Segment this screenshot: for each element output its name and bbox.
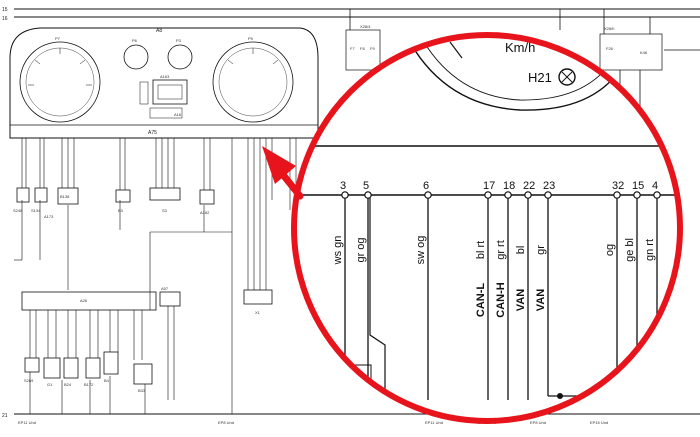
- pin-wire-color-32: og: [604, 244, 616, 256]
- pin-dot-6: [424, 191, 432, 199]
- gauge-label-p3: P3: [176, 38, 182, 43]
- cluster-module-label: A75: [148, 130, 157, 136]
- pin-bus-label-23: VAN: [535, 289, 547, 311]
- pin-dot-15: [633, 191, 641, 199]
- gauge-label-p6: P6: [132, 38, 138, 43]
- rail-label-16: 16: [2, 16, 8, 22]
- pin-number-18: 18: [503, 180, 515, 192]
- conn-label-b138: B138: [60, 194, 70, 199]
- bottom-label-1: EP11 Und: [18, 420, 36, 425]
- pin-wire-color-22: bl: [515, 246, 527, 255]
- pin-number-17: 17: [483, 180, 495, 192]
- arrow-head-icon: [262, 146, 296, 184]
- zoom-gauge-unit: Km/h: [505, 40, 535, 55]
- callout-arrow: [262, 146, 304, 200]
- gauge-label-p7: P7: [55, 36, 61, 41]
- warning-lamp-cross-b: [561, 71, 573, 83]
- pin-number-23: 23: [543, 180, 555, 192]
- pin-wire-color-4: gn rt: [644, 239, 656, 261]
- pin-number-5: 5: [363, 180, 369, 192]
- conn-label-s3: S3: [162, 208, 168, 213]
- pin-bus-label-18: CAN-H: [495, 282, 507, 317]
- pin-wire-color-3: ws gn: [332, 236, 344, 266]
- pin-dot-4: [653, 191, 661, 199]
- pin-number-4: 4: [652, 180, 658, 192]
- part-label-s289: S289: [24, 378, 34, 383]
- pin-number-15: 15: [632, 180, 644, 192]
- bottom-label-2: EP8 Und: [218, 420, 234, 425]
- cluster-id: A8: [156, 28, 162, 34]
- comp-label-k46: K46: [640, 50, 648, 55]
- zoom-gauge-arc: [394, 35, 621, 111]
- bottom-label-5: EP8 Und: [530, 420, 546, 425]
- zoom-wire-return: [369, 198, 386, 400]
- zoom-pin-group: 3 ws gn 5 gr og 6 sw og 17 bl rt CAN-L 18 gr rt CAN…: [332, 180, 661, 400]
- zoom-ring: [291, 32, 683, 424]
- pin-wire-color-17: bl rt: [475, 241, 487, 259]
- pin-number-22: 22: [523, 180, 535, 192]
- part-label-g1: G1: [47, 382, 53, 387]
- comp-label-f8: F8: [360, 46, 365, 51]
- rail-label-21: 21: [2, 413, 8, 419]
- comp-label-f7: F7: [350, 46, 355, 51]
- part-label-b24: B24: [64, 382, 72, 387]
- comp-label-f26: F26: [606, 46, 614, 51]
- gauge-label-p9: P9: [248, 36, 254, 41]
- part-label-b172: B172: [84, 382, 94, 387]
- zoom-content: Km/h H21 3 ws gn 5 gr og 6 sw og 17 bl rt CAN-L 1…: [300, 35, 680, 400]
- relay-label-a: X28/4: [360, 24, 371, 29]
- pin-number-32: 32: [612, 180, 624, 192]
- conn-label-a162: A162: [200, 210, 210, 215]
- pin-dot-23: [544, 191, 552, 199]
- conn-label-s248: S248: [13, 208, 23, 213]
- pin-dot-3: [341, 191, 349, 199]
- zoom-junction: [557, 393, 563, 399]
- module-label-a57: A57: [161, 286, 169, 291]
- zoom-fill: [294, 35, 680, 421]
- background-schematic: [9, 8, 700, 415]
- display-label: A163: [160, 74, 170, 79]
- part-label-b4: B4: [104, 378, 110, 383]
- pin-bus-label-17: CAN-L: [475, 283, 487, 317]
- bottom-label-6: EP15 Und: [590, 420, 608, 425]
- conn-label-a173: A173: [44, 214, 54, 219]
- pin-wire-color-23: gr: [535, 245, 547, 255]
- pin-wire-color-18: gr rt: [495, 240, 507, 260]
- part-label-b33: B33: [138, 388, 146, 393]
- pin-number-6: 6: [423, 180, 429, 192]
- conn-label-x1: X1: [255, 310, 261, 315]
- conn-label-b3: B3: [118, 208, 124, 213]
- bottom-label-3: EP11 Und: [425, 420, 443, 425]
- pin-number-3: 3: [340, 180, 346, 192]
- pin-dot-32: [613, 191, 621, 199]
- zoom-gauge-label: H21: [528, 70, 552, 85]
- pin-wire-color-15: ge bl: [624, 238, 636, 262]
- pin-dot-22: [524, 191, 532, 199]
- pin-wire-color-5: gr og: [355, 237, 367, 262]
- pin-dot-18: [504, 191, 512, 199]
- display-sub-label: A16: [174, 112, 182, 117]
- pin-dot-17: [484, 191, 492, 199]
- pin-bus-label-22: VAN: [515, 289, 527, 311]
- comp-label-f9: F9: [370, 46, 375, 51]
- pin-wire-color-6: sw og: [415, 236, 427, 265]
- pin-dot-5: [364, 191, 372, 199]
- rail-label-15: 15: [2, 7, 8, 13]
- warning-lamp-icon: [558, 68, 576, 86]
- module-label-a26: A26: [80, 298, 88, 303]
- relay-label-b: X28/II: [604, 26, 614, 31]
- conn-label-s134: S134: [31, 208, 41, 213]
- zoom-gauge-needle: [449, 41, 463, 59]
- zoom-gauge-arc-inner: [407, 35, 611, 101]
